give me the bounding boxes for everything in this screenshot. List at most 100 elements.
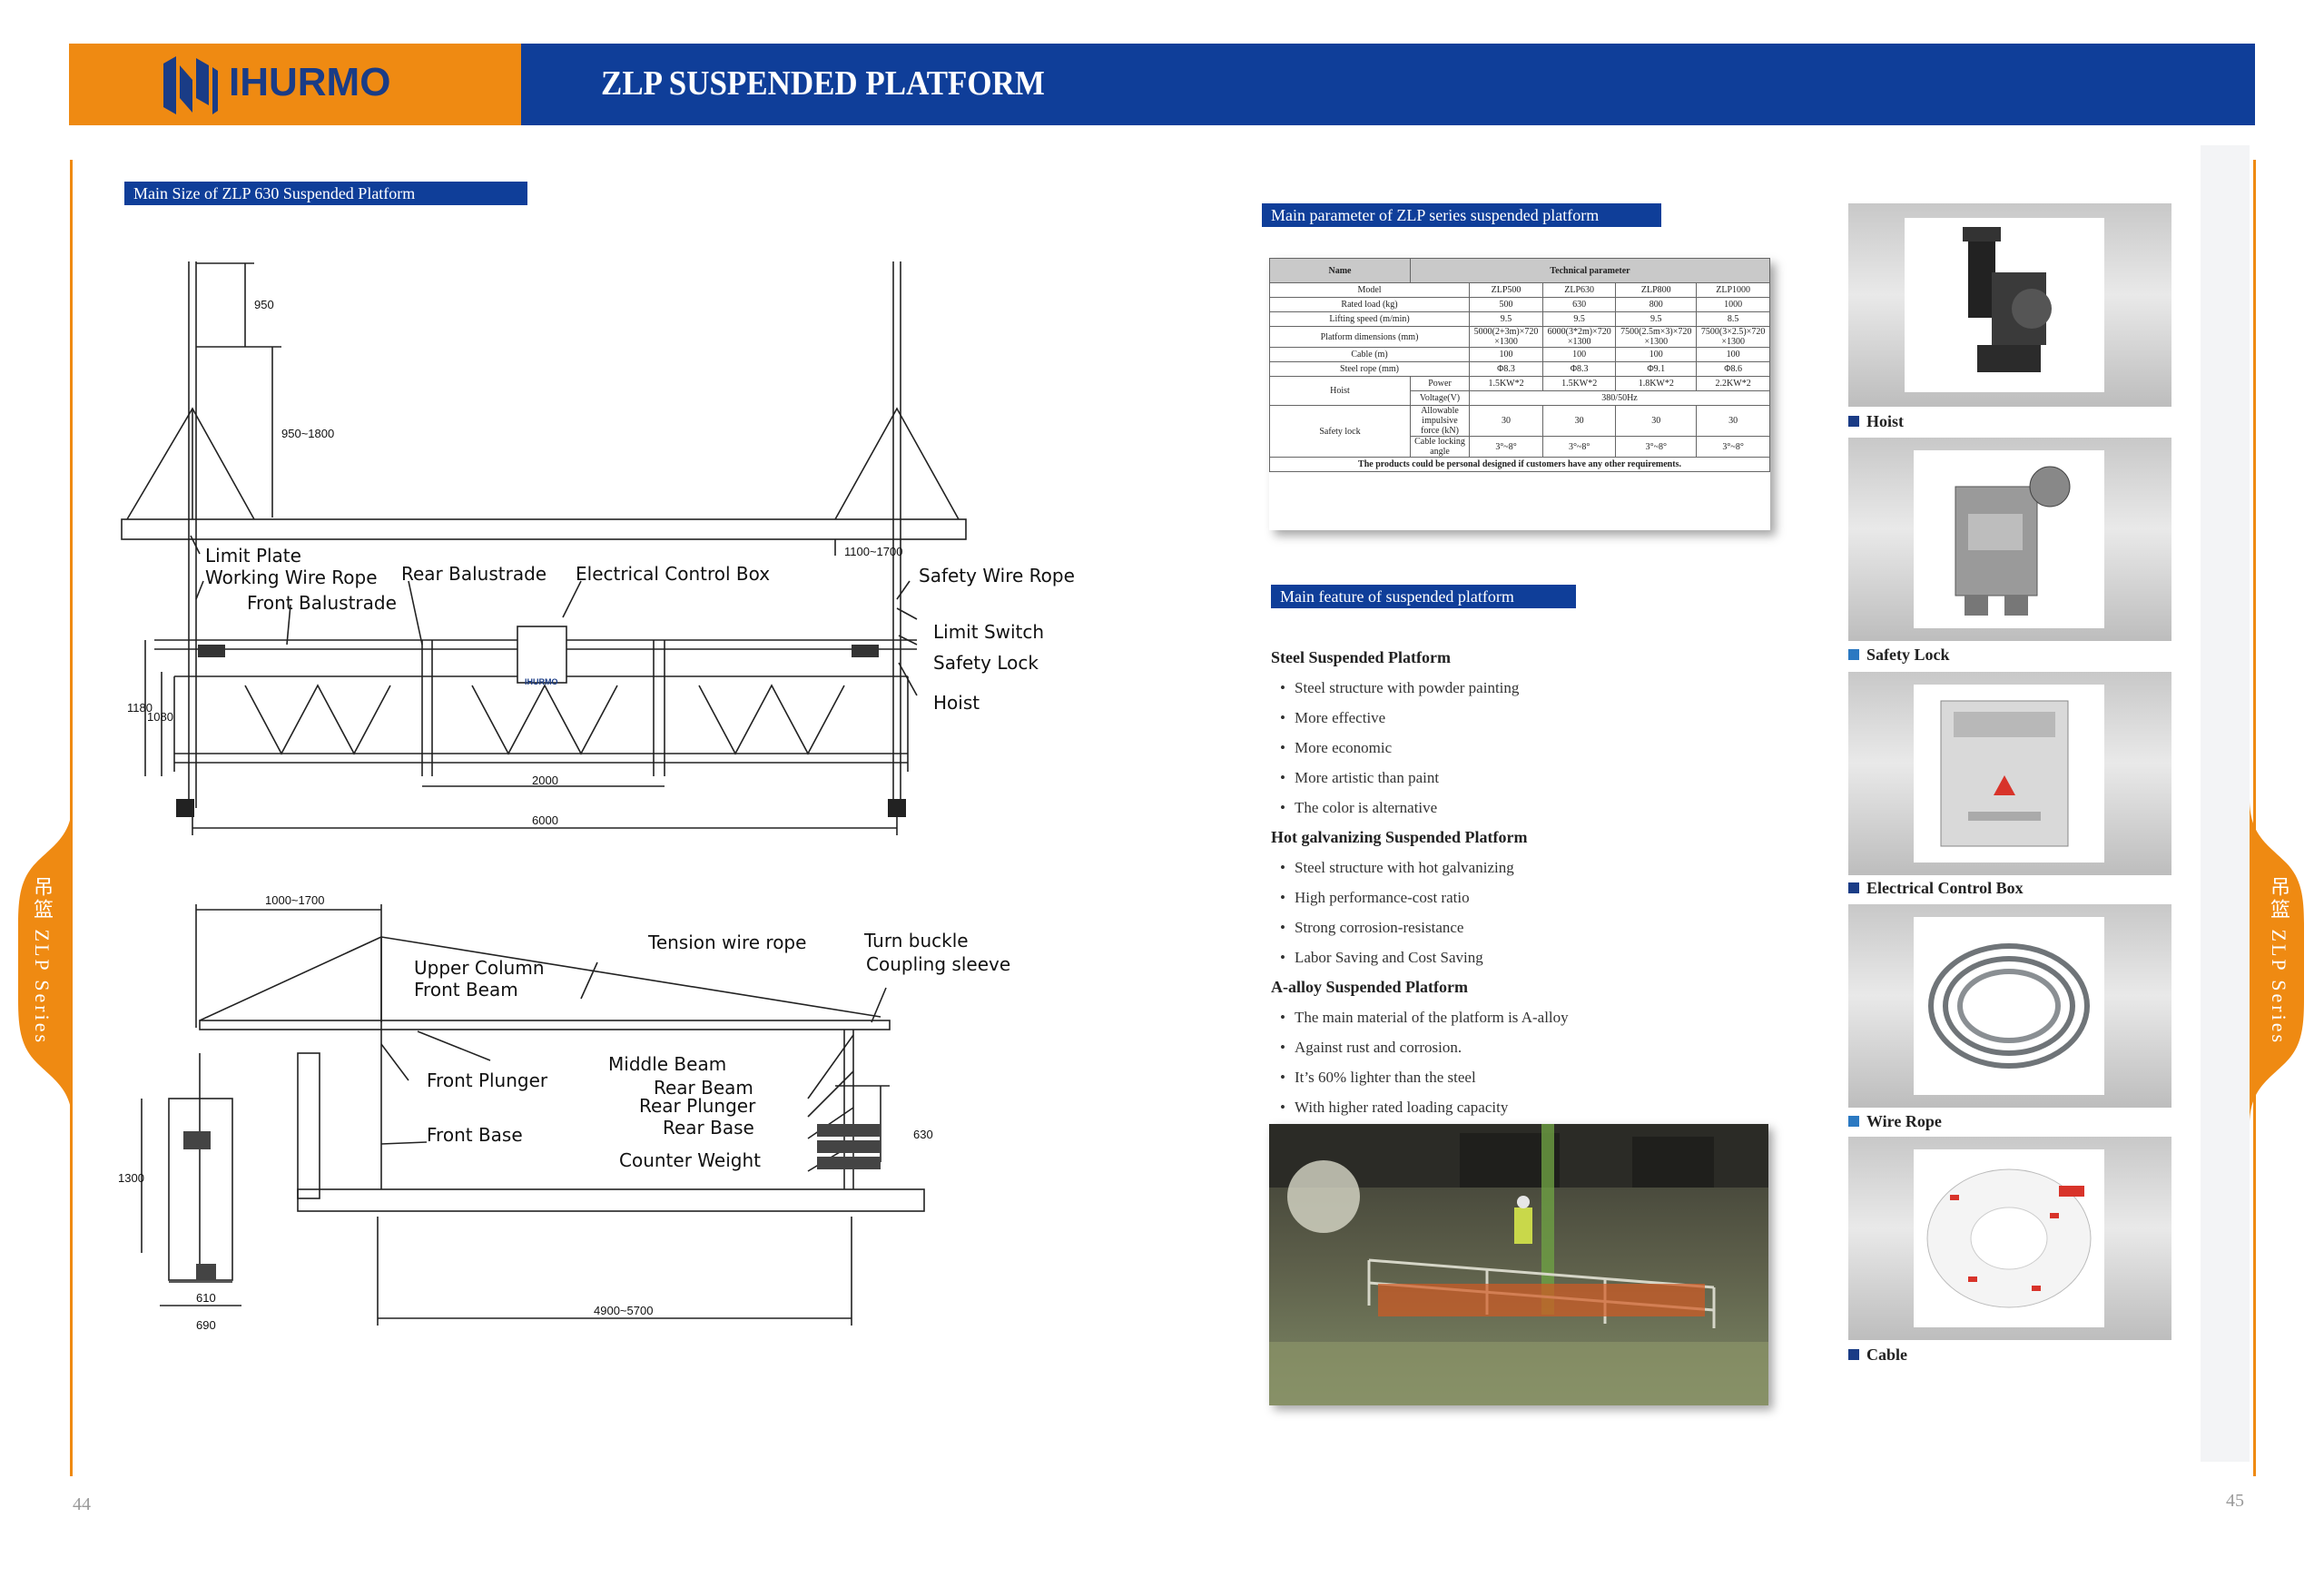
list-item-text: Steel structure with powder painting [1295,679,1520,696]
cell: 1.8KW*2 [1615,376,1698,391]
product-caption: Safety Lock [1848,646,1950,665]
cell-line: ×1300 [1567,337,1591,347]
side-tab-label: 吊篮 ZLP Series [2268,876,2290,1046]
cell: 3°~8° [1469,436,1544,458]
cell: 100 [1469,347,1544,362]
label-front-plunger: Front Plunger [427,1070,548,1091]
label-counter-weight: Counter Weight [619,1149,761,1171]
product-caption-text: Hoist [1866,412,1905,430]
bullet-icon: • [1280,919,1285,936]
cable-icon [1926,1168,2092,1308]
list-item: •More effective [1271,703,1652,733]
list-item: • Labor Saving and Cost Saving [1271,942,1652,972]
bullet-icon: • [1280,859,1285,876]
side-tab-label: 吊篮 ZLP Series [31,876,54,1046]
label-turn-buckle: Turn buckle [864,930,969,951]
list-item-text: Labor Saving and Cost Saving [1295,949,1483,966]
list-item: • Steel structure with powder painting [1271,673,1652,703]
bullet-icon: • [1280,679,1285,696]
bullet-icon: • [1280,769,1285,786]
header-logo-band [69,44,521,125]
brand-name: IHURMO [229,60,391,104]
cell: 100 [1615,347,1698,362]
label-limit-plate: Limit Plate [205,545,301,567]
cell-line: force (kN) [1421,426,1459,436]
table-row: Hoist Power 1.5KW*2 1.5KW*2 1.8KW*2 2.2K… [1269,376,1770,406]
wire-rope-icon [1928,943,2090,1069]
side-view-lines [141,904,925,1326]
page-number-right: 45 [2226,1491,2244,1511]
dim-610: 610 [196,1291,216,1305]
cell-line: 5000(2+3m)×720 [1473,327,1539,337]
cell: 380/50Hz [1469,390,1770,406]
cell: 1.5KW*2 [1542,376,1617,391]
cell: ZLP500 [1469,282,1544,298]
list-item-text: More economic [1295,739,1393,756]
dim-690: 690 [196,1318,216,1332]
product-photo-frame [1905,218,2104,392]
ihurmo-logo-icon [163,56,218,114]
list-item-text: More artistic than paint [1295,769,1440,786]
cell-line: Allowable [1421,406,1459,416]
label-rear-beam: Rear Beam [654,1077,753,1099]
product-photo-frame [1914,1149,2104,1327]
cell-line: 7500(3×2.5)×720 [1700,327,1766,337]
parameter-table-card: Name Technical parameter Model ZLP500 ZL… [1268,258,1770,530]
dim-1100-1700: 1100~1700 [844,545,903,558]
list-item: •It’s 60% lighter than the steel [1271,1062,1652,1092]
cell-line: angle [1430,447,1450,457]
row-label-voltage: Voltage(V) [1409,390,1471,406]
cell: 7500(2.5m×3)×720×1300 [1615,326,1698,348]
cell: 30 [1696,405,1770,437]
bullet-square-icon [1848,416,1859,427]
row-label-steel-rope: Steel rope (mm) [1268,361,1471,377]
list-item: • More artistic than paint [1271,763,1652,793]
cell: Φ8.6 [1696,361,1770,377]
front-view-lines [121,261,967,835]
product-photo-cable [1848,1137,2171,1340]
table-row: Steel rope (mm) Φ8.3 Φ8.3 Φ9.1 Φ8.6 [1268,361,1770,377]
list-item-text: Strong corrosion-resistance [1295,919,1464,936]
right-orange-line [2253,160,2256,1476]
bullet-icon: • [1280,949,1285,966]
dim-2000: 2000 [532,774,558,787]
label-tension-wire-rope: Tension wire rope [648,932,807,953]
bullet-icon: • [1280,1099,1285,1116]
platform-front-view-drawing: Limit Plate Working Wire Rope Front Balu… [109,245,1098,844]
dim-4900-5700: 4900~5700 [594,1304,654,1317]
cell: 7500(3×2.5)×720×1300 [1696,326,1770,348]
bullet-icon: • [1280,739,1285,756]
platform-side-view-drawing: Tension wire rope Turn buckle Coupling s… [109,872,1071,1353]
cell: 1.5KW*2 [1469,376,1544,391]
label-safety-wire-rope: Safety Wire Rope [919,565,1075,586]
label-rear-balustrade: Rear Balustrade [401,563,547,585]
section-heading-size: Main Size of ZLP 630 Suspended Platform [124,182,527,205]
table-head-name: Name [1269,258,1411,283]
cell: 5000(2+3m)×720×1300 [1469,326,1544,348]
label-rear-plunger: Rear Plunger [639,1095,756,1117]
label-electrical-control-box: Electrical Control Box [576,563,771,585]
site-photo [1269,1124,1768,1405]
bullet-square-icon [1848,882,1859,893]
feature-group-title: Steel Suspended Platform [1271,648,1451,666]
feature-list: Steel Suspended Platform • Steel structur… [1271,643,1652,1122]
header-title-band [521,44,2255,125]
product-photo-wire-rope [1848,904,2171,1108]
list-item-text: High performance-cost ratio [1295,889,1470,906]
list-item-text: Steel structure with hot galvanizing [1295,859,1514,876]
row-label-hoist: Hoist [1269,376,1411,406]
cell: 3°~8° [1696,436,1770,458]
label-upper-column: Upper Column [414,957,545,979]
cell: 9.5 [1615,311,1698,327]
product-photo-safety-lock [1848,438,2171,641]
cell: ZLP1000 [1696,282,1770,298]
product-caption-text: Wire Rope [1866,1112,1942,1130]
cell: 30 [1615,405,1698,437]
label-hoist: Hoist [933,692,980,714]
label-middle-beam: Middle Beam [608,1053,727,1075]
row-label-model: Model [1268,282,1471,298]
table-footer: The products could be personal designed … [1269,457,1770,472]
cell-line: ×1300 [1721,337,1745,347]
